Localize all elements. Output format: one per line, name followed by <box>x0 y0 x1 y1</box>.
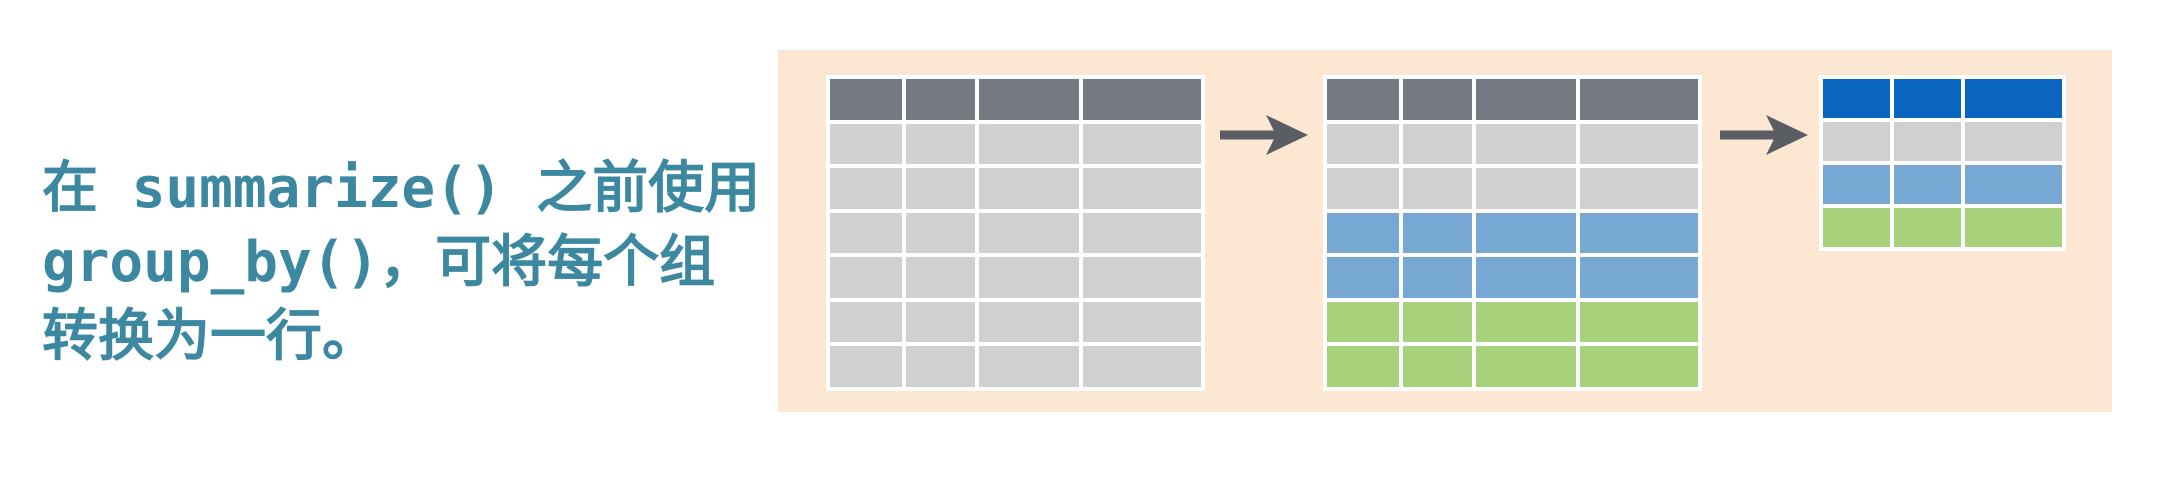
table-cell <box>1965 165 2062 204</box>
table-cell <box>1083 301 1201 343</box>
table-cell <box>830 212 903 254</box>
caption-line-1: 在 summarize() 之前使用 <box>42 156 761 221</box>
table-cell <box>979 168 1080 209</box>
caption-line-2: group_by()，可将每个组 <box>42 230 716 295</box>
table-cell <box>1476 168 1577 209</box>
table-cell <box>830 123 903 165</box>
arrow-icon <box>1220 115 1308 155</box>
table-cell <box>1476 301 1577 343</box>
table-cell <box>1580 301 1698 343</box>
table-cell <box>1580 123 1698 165</box>
table-cell <box>1083 123 1201 165</box>
table-cell <box>1403 346 1473 387</box>
table-cell <box>979 257 1080 298</box>
arrow-icon <box>1720 115 1808 155</box>
table-cell <box>906 123 976 165</box>
table-cell <box>1327 257 1400 298</box>
table-cell <box>1403 168 1473 209</box>
table-cell <box>1894 208 1962 247</box>
table-cell <box>1083 346 1201 387</box>
table-cell <box>830 346 903 387</box>
table-cell <box>1476 212 1577 254</box>
table-cell <box>906 212 976 254</box>
table-cell <box>1476 123 1577 165</box>
header-cell <box>830 79 903 120</box>
table-cell <box>906 257 976 298</box>
table-cell <box>979 301 1080 343</box>
header-cell <box>979 79 1080 120</box>
header-cell <box>906 79 976 120</box>
caption-line-3: 转换为一行。 <box>42 304 378 369</box>
table-cell <box>1403 257 1473 298</box>
table-cell <box>906 168 976 209</box>
header-cell <box>1083 79 1201 120</box>
table-cell <box>1403 212 1473 254</box>
table-cell <box>979 123 1080 165</box>
table-cell <box>1403 123 1473 165</box>
header-cell <box>1403 79 1473 120</box>
table-cell <box>1083 212 1201 254</box>
header-cell <box>1580 79 1698 120</box>
table-cell <box>1580 168 1698 209</box>
table-cell <box>830 301 903 343</box>
table-cell <box>1476 257 1577 298</box>
table-cell <box>1580 257 1698 298</box>
table-cell <box>906 346 976 387</box>
header-cell <box>1823 79 1891 118</box>
table-cell <box>979 212 1080 254</box>
summary-table <box>1819 75 2066 251</box>
table-cell <box>1965 208 2062 247</box>
table-cell <box>1823 165 1891 204</box>
table-cell <box>1083 257 1201 298</box>
table-cell <box>1403 301 1473 343</box>
table-cell <box>906 301 976 343</box>
grouped-table <box>1323 75 1702 391</box>
header-cell <box>1894 79 1962 118</box>
table-cell <box>1327 123 1400 165</box>
table-cell <box>1894 165 1962 204</box>
table-cell <box>830 168 903 209</box>
table-cell <box>830 257 903 298</box>
table-cell <box>1327 212 1400 254</box>
table-cell <box>979 346 1080 387</box>
table-cell <box>1327 168 1400 209</box>
table-cell <box>1327 346 1400 387</box>
table-cell <box>1327 301 1400 343</box>
header-cell <box>1965 79 2062 118</box>
table-cell <box>1580 346 1698 387</box>
table-cell <box>1580 212 1698 254</box>
caption-text: 在 summarize() 之前使用 group_by()，可将每个组 转换为一… <box>42 152 761 374</box>
table-cell <box>1476 346 1577 387</box>
header-cell <box>1327 79 1400 120</box>
table-cell <box>1083 168 1201 209</box>
header-cell <box>1476 79 1577 120</box>
table-cell <box>1823 122 1891 161</box>
table-cell <box>1823 208 1891 247</box>
original-table <box>826 75 1205 391</box>
table-cell <box>1965 122 2062 161</box>
table-cell <box>1894 122 1962 161</box>
